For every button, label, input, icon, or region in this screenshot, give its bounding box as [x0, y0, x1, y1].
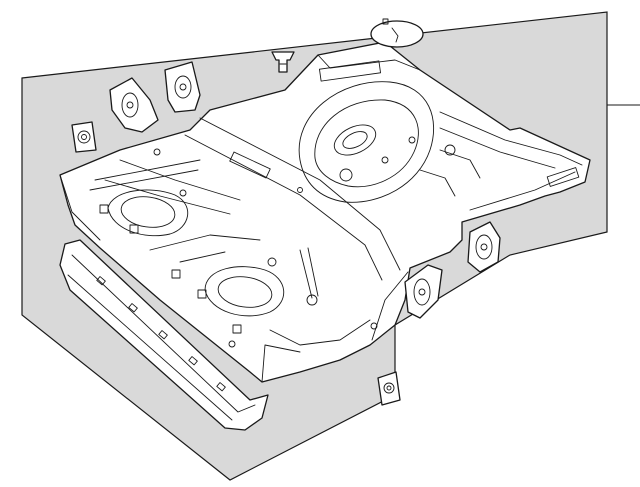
right-bracket-lower [404, 264, 443, 319]
rear-crossmember [59, 239, 269, 431]
access-plug [370, 18, 424, 48]
left-bracket-lower [109, 77, 159, 133]
left-small-bracket [71, 121, 97, 153]
push-clip [271, 51, 295, 73]
right-bracket-upper [467, 221, 501, 273]
right-small-bracket [377, 371, 401, 406]
left-bracket-upper [164, 61, 201, 113]
rear-floor-pan [59, 41, 591, 383]
